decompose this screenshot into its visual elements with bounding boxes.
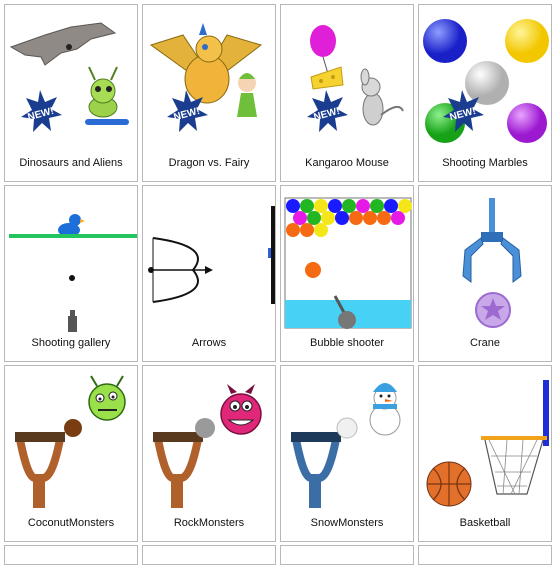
game-tile-partial[interactable]	[142, 545, 276, 565]
game-tile-bubble-shooter[interactable]: Bubble shooter	[280, 185, 414, 362]
game-tile-partial[interactable]	[418, 545, 552, 565]
game-label: Arrows	[191, 337, 227, 349]
game-tile-kangaroo-mouse[interactable]: NEW! Kangaroo Mouse	[280, 4, 414, 182]
game-tile-basketball[interactable]: Basketball	[418, 365, 552, 542]
game-label: Bubble shooter	[310, 337, 384, 349]
game-tile-snowmonsters[interactable]: SnowMonsters	[280, 365, 414, 542]
game-tile-coconutmonsters[interactable]: CoconutMonsters	[4, 365, 138, 542]
game-label: Kangaroo Mouse	[305, 157, 389, 169]
game-tile-partial[interactable]	[4, 545, 138, 565]
game-label: SnowMonsters	[310, 517, 384, 529]
game-tile-rockmonsters[interactable]: RockMonsters	[142, 365, 276, 542]
game-tile-shooting-marbles[interactable]: NEW! Shooting Marbles	[418, 4, 552, 182]
game-tile-shooting-gallery[interactable]: Shooting gallery	[4, 185, 138, 362]
game-tile-partial[interactable]	[280, 545, 414, 565]
game-label: Basketball	[459, 517, 511, 529]
slingshot-rock-icon	[153, 384, 262, 508]
game-label: CoconutMonsters	[27, 517, 115, 529]
game-label: Dinosaurs and Aliens	[19, 157, 123, 169]
game-label: Crane	[470, 337, 500, 349]
basketball-hoop-icon	[426, 380, 549, 507]
slingshot-snowball-icon	[291, 383, 401, 508]
duck-gallery-icon	[9, 214, 137, 332]
dinosaur-alien-icon: NEW!	[9, 22, 129, 132]
slingshot-coconut-icon	[15, 375, 126, 508]
game-tile-arrows[interactable]: Arrows	[142, 185, 276, 362]
game-tile-crane[interactable]: Crane	[418, 185, 552, 362]
marbles-icon: NEW!	[423, 19, 549, 143]
game-label: Dragon vs. Fairy	[168, 157, 250, 169]
bow-arrow-icon	[148, 206, 275, 304]
crane-claw-icon	[462, 198, 522, 328]
kangaroo-mouse-icon: NEW!	[307, 25, 404, 132]
bubble-shooter-icon	[284, 197, 412, 329]
game-tile-dragon-vs-fairy[interactable]: NEW! Dragon vs. Fairy	[142, 4, 276, 182]
dragon-fairy-icon: NEW!	[149, 23, 263, 132]
game-label: RockMonsters	[173, 517, 245, 529]
game-label: Shooting Marbles	[442, 157, 528, 169]
game-tile-dinosaurs-and-aliens[interactable]: NEW! Dinosaurs and Aliens	[4, 4, 138, 182]
game-label: Shooting gallery	[31, 337, 111, 349]
